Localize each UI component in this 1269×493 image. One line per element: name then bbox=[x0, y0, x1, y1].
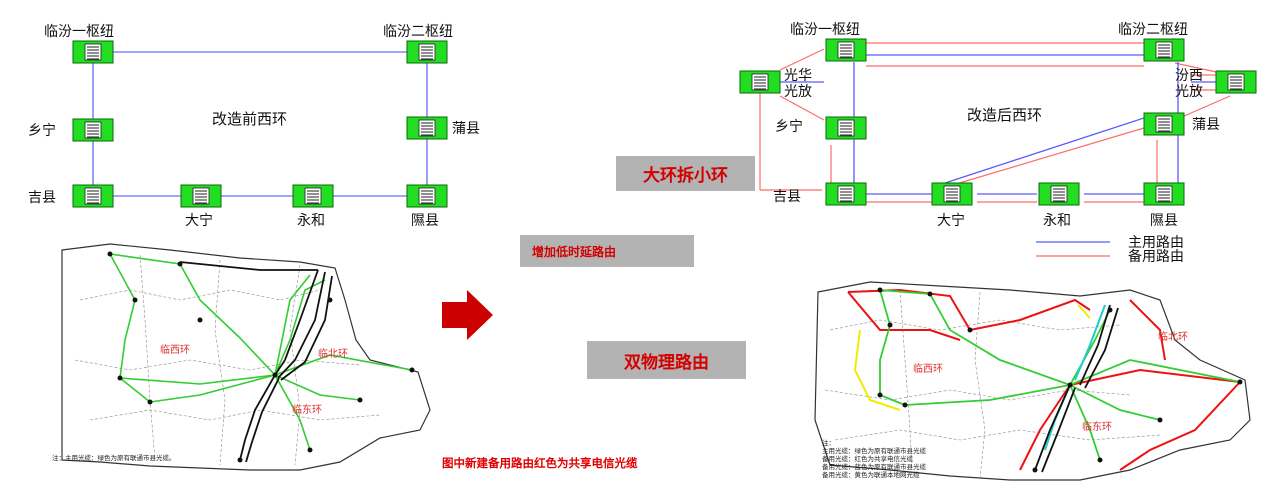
network-node-icon bbox=[406, 40, 448, 64]
legend: 主用路由 备用路由 bbox=[1036, 235, 1184, 265]
map-black-lines bbox=[1034, 304, 1119, 473]
map-red-lines bbox=[847, 288, 1241, 471]
network-node-icon bbox=[72, 40, 114, 64]
map-outline bbox=[61, 243, 431, 471]
node-label-puxian: 蒲县 bbox=[1192, 117, 1220, 133]
node-label-jixian: 吉县 bbox=[28, 190, 56, 206]
after-title: 改造后西环 bbox=[967, 106, 1042, 124]
node-label-xixian: 隰县 bbox=[1150, 213, 1178, 229]
network-node-icon bbox=[931, 182, 973, 206]
node-label-linfen2: 临汾二枢纽 bbox=[1118, 22, 1188, 38]
map-ring-west: 临西环 bbox=[160, 343, 190, 356]
network-node-icon bbox=[406, 184, 448, 208]
network-node-icon bbox=[180, 184, 222, 208]
node-label-xiangning: 乡宁 bbox=[28, 122, 56, 139]
right-arrow-icon bbox=[442, 290, 493, 340]
node-label-fenxi-1: 汾西 bbox=[1175, 68, 1203, 84]
network-node-icon bbox=[72, 184, 114, 208]
banner-low-delay: 增加低时延路由 bbox=[520, 235, 694, 267]
node-label-linfen1: 临汾一枢纽 bbox=[44, 24, 114, 40]
map-ring-east: 临东环 bbox=[1082, 420, 1112, 433]
banner-dual-path: 双物理路由 bbox=[587, 341, 746, 379]
node-label-daning: 大宁 bbox=[185, 212, 213, 229]
map-ring-north: 临北环 bbox=[318, 347, 348, 360]
map-note-line: 备用光缆：红色为共享电信光缆 bbox=[822, 454, 914, 463]
banner-big-ring: 大环拆小环 bbox=[616, 156, 755, 191]
network-node-icon bbox=[825, 38, 867, 62]
node-label-puxian: 蒲县 bbox=[452, 121, 480, 137]
network-node-icon bbox=[1143, 38, 1185, 62]
node-label-guanghua-1: 光华 bbox=[784, 68, 812, 84]
network-node-icon bbox=[292, 184, 334, 208]
network-node-icon bbox=[825, 182, 867, 206]
network-node-icon bbox=[1215, 70, 1257, 94]
after-backup-links bbox=[759, 42, 1231, 203]
map-note: 注：主用光缆：绿色为原有联通市县光缆。 bbox=[52, 453, 176, 462]
map-nodes bbox=[877, 287, 1243, 473]
node-label-yonghe: 永和 bbox=[1043, 213, 1071, 229]
network-node-icon bbox=[825, 116, 867, 140]
map-note-line: 主用光缆：绿色为原有联通市县光缆 bbox=[822, 446, 927, 455]
map-ring-west: 临西环 bbox=[913, 362, 943, 375]
map-black-lines bbox=[179, 261, 333, 463]
node-label-xiangning: 乡宁 bbox=[775, 118, 803, 135]
map-note-line: 备用光缆：黄色为联通本地网光缆 bbox=[822, 470, 920, 479]
map-nodes bbox=[107, 251, 415, 463]
before-title: 改造前西环 bbox=[212, 110, 287, 128]
map-outline bbox=[814, 281, 1251, 481]
node-label-xixian: 隰县 bbox=[411, 213, 439, 229]
map-ring-north: 临北环 bbox=[1158, 330, 1188, 343]
network-node-icon bbox=[1143, 112, 1185, 136]
legend-primary-label: 主用路由 bbox=[1128, 235, 1184, 251]
network-node-icon bbox=[739, 70, 781, 94]
map-after: 临西环 临北环 临东环 注： 主用光缆：绿色为原有联通市县光缆 备用光缆：红色为… bbox=[814, 281, 1251, 481]
node-label-yonghe: 永和 bbox=[297, 213, 325, 229]
network-node-icon bbox=[406, 116, 448, 140]
after-diagram: 临汾一枢纽 临汾二枢纽 光华 光放 汾西 光放 乡宁 蒲县 吉县 大宁 永和 隰… bbox=[739, 22, 1257, 265]
node-label-jixian: 吉县 bbox=[773, 189, 801, 205]
map-green-lines bbox=[879, 289, 1241, 461]
node-label-fenxi-2: 光放 bbox=[1175, 84, 1203, 100]
map-green-lines bbox=[109, 253, 413, 451]
network-node-icon bbox=[1038, 182, 1080, 206]
node-label-linfen1: 临汾一枢纽 bbox=[790, 22, 860, 38]
map-note-line: 备用光缆：蓝色为原有联通市县光缆 bbox=[822, 462, 927, 471]
map-before: 临西环 临北环 临东环 注：主用光缆：绿色为原有联通市县光缆。 bbox=[52, 243, 431, 471]
map-notes: 注： 主用光缆：绿色为原有联通市县光缆 备用光缆：红色为共享电信光缆 备用光缆：… bbox=[822, 438, 927, 479]
map-yellow-lines bbox=[853, 304, 1091, 411]
caption: 图中新建备用路由红色为共享电信光缆 bbox=[442, 456, 638, 470]
district-borders bbox=[824, 289, 1161, 479]
map-note-line: 注： bbox=[822, 438, 835, 447]
before-diagram: 临汾一枢纽 临汾二枢纽 乡宁 蒲县 吉县 大宁 永和 隰县 改造前西环 bbox=[28, 24, 480, 229]
map-ring-east: 临东环 bbox=[292, 403, 322, 416]
network-node-icon bbox=[72, 118, 114, 142]
node-label-guanghua-2: 光放 bbox=[784, 84, 812, 100]
node-label-linfen2: 临汾二枢纽 bbox=[383, 24, 453, 40]
network-node-icon bbox=[1143, 182, 1185, 206]
node-label-daning: 大宁 bbox=[937, 212, 965, 229]
legend-backup-label: 备用路由 bbox=[1128, 248, 1184, 265]
